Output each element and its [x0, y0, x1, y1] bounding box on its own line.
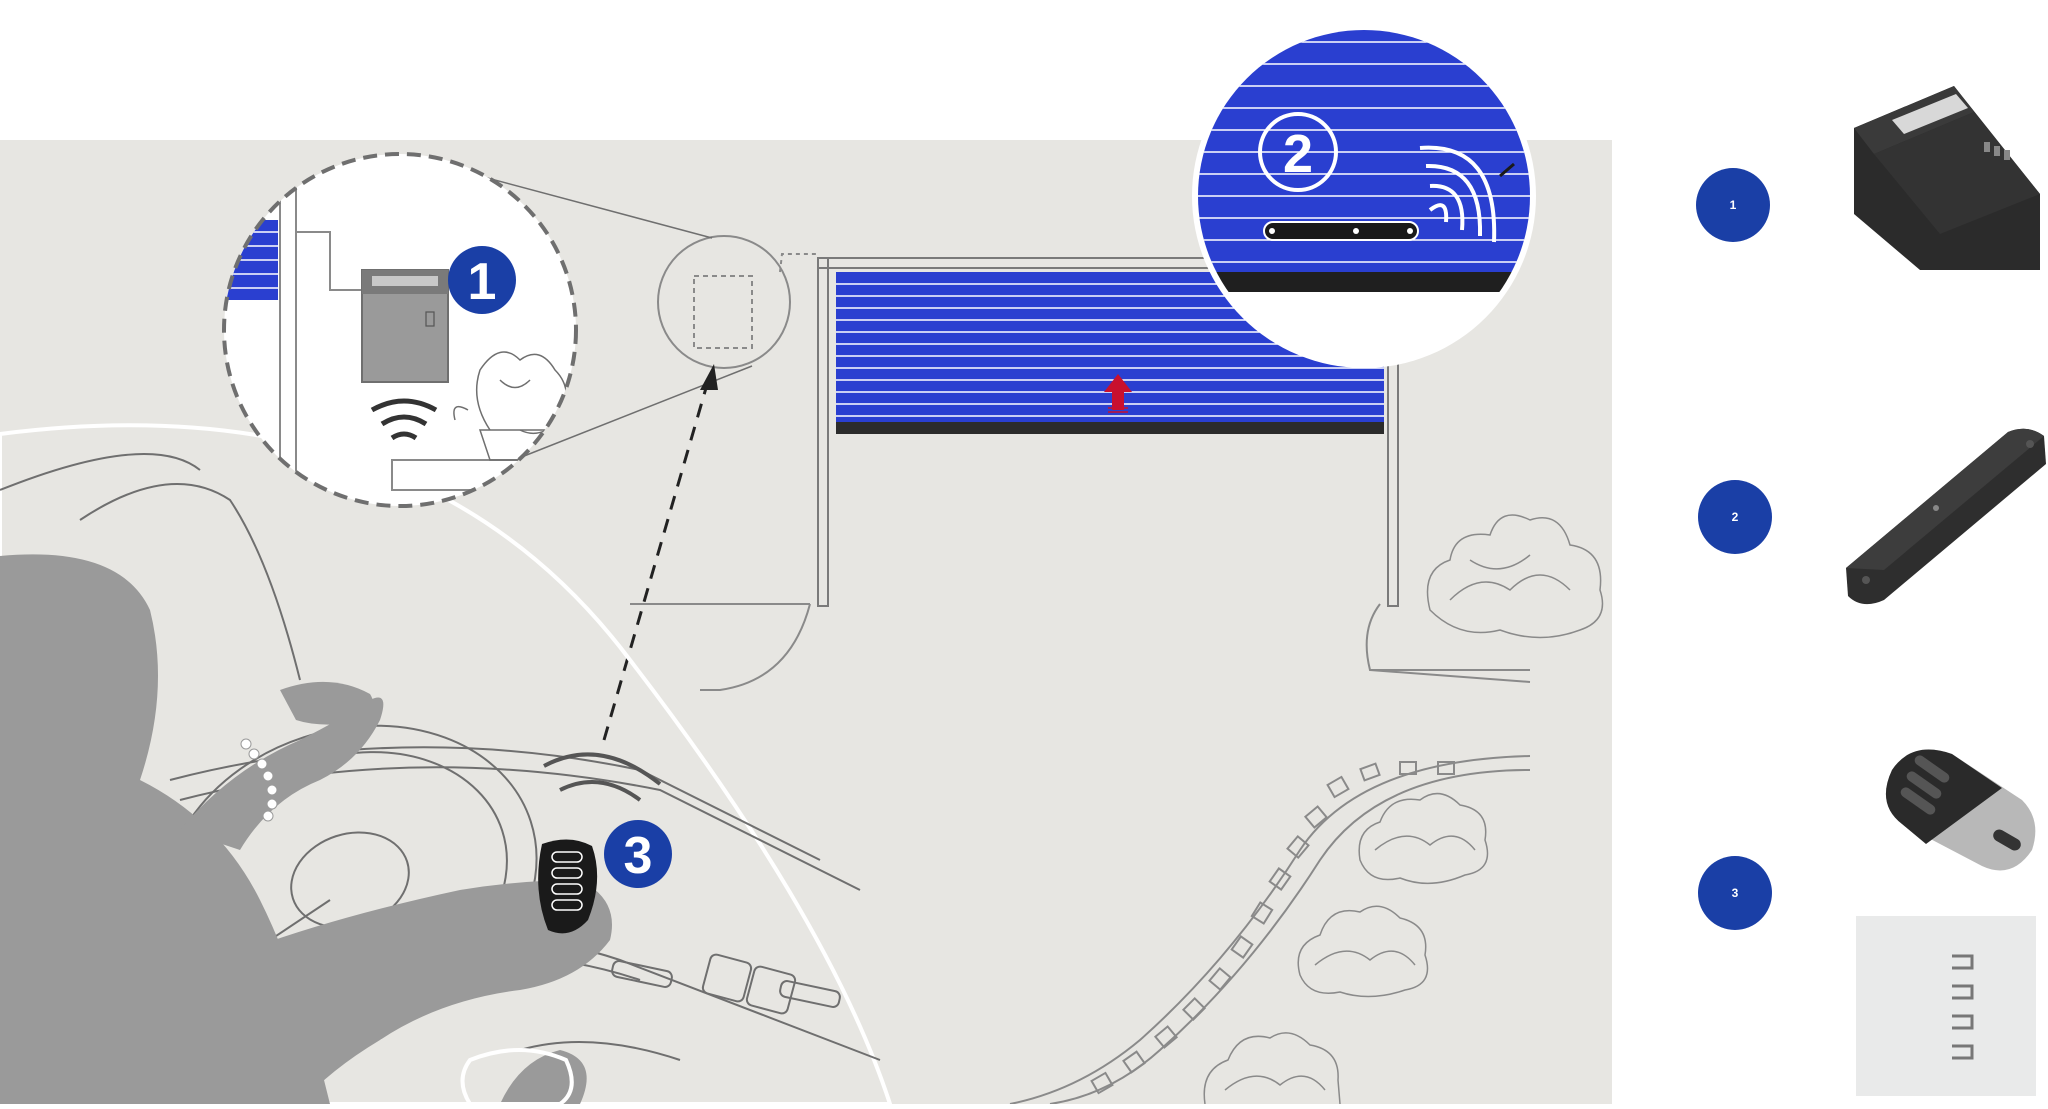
driver-figure	[0, 554, 612, 1104]
bracelet-beads	[240, 738, 278, 822]
receiver-wifi-icon	[370, 398, 438, 441]
receiver-box-icon	[1844, 84, 2044, 279]
svg-text:2: 2	[1283, 124, 1313, 184]
legend-badge-3: 3	[1698, 856, 1772, 930]
svg-text:1: 1	[468, 253, 497, 311]
shrub-bottom	[1203, 1032, 1341, 1105]
installation-diagram: 1 2 3	[0, 24, 1612, 1106]
legend-number-1: 1	[1729, 198, 1737, 212]
sensor-signal-waves-icon	[1419, 145, 1497, 243]
signal-path-arrow	[602, 387, 708, 741]
callout-badge-2: 2	[1258, 112, 1338, 192]
signal-arrowhead-icon	[700, 364, 718, 390]
bracelet-ring	[460, 1048, 574, 1106]
callout-badge-3: 3	[604, 820, 672, 888]
remote-keyfob-icon	[1872, 740, 2042, 885]
remote-signal-waves-icon	[543, 752, 662, 802]
legend-number-2: 2	[1731, 510, 1739, 524]
door-open-arrow-icon	[1104, 374, 1132, 413]
ground-lines	[630, 603, 1531, 1105]
wall-keypad-icon	[1856, 916, 2036, 1101]
legend-badge-2: 2	[1698, 480, 1772, 554]
shrub-right	[1426, 514, 1604, 639]
device-legend: 1 2 3	[1612, 0, 2048, 1104]
callout-badge-1: 1	[448, 246, 516, 314]
shrub-lower	[1297, 905, 1429, 998]
callout-2-magnifier	[1192, 24, 1536, 368]
remote-control-in-hand	[538, 839, 598, 934]
legend-badge-1: 1	[1696, 168, 1770, 242]
legend-number-3: 3	[1731, 886, 1739, 900]
svg-text:3: 3	[624, 827, 653, 885]
shrub-middle	[1358, 792, 1489, 885]
sensor-bar-icon	[1840, 420, 2048, 615]
receiver-location-marker	[657, 235, 818, 369]
driveway-stones	[1090, 761, 1455, 1095]
